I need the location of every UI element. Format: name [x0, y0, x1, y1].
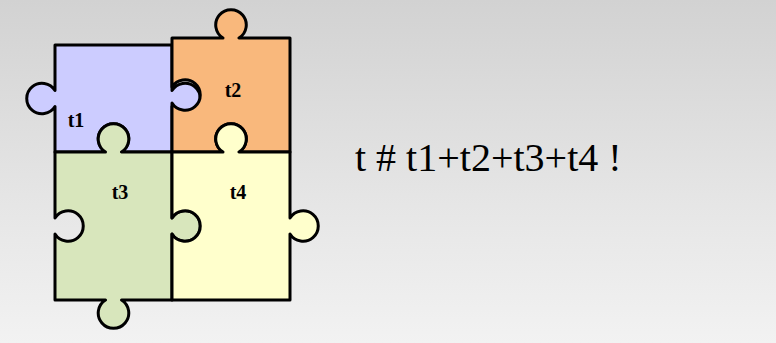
formula-text: t # t1+t2+t3+t4 ! [355, 136, 622, 180]
piece-outline [140, 120, 322, 332]
piece-label: t2 [225, 80, 242, 100]
piece-label: t4 [230, 182, 247, 202]
puzzle-piece: t4 [140, 120, 322, 332]
piece-label: t1 [68, 110, 85, 130]
piece-label: t3 [112, 182, 129, 202]
piece-shape [172, 124, 318, 300]
